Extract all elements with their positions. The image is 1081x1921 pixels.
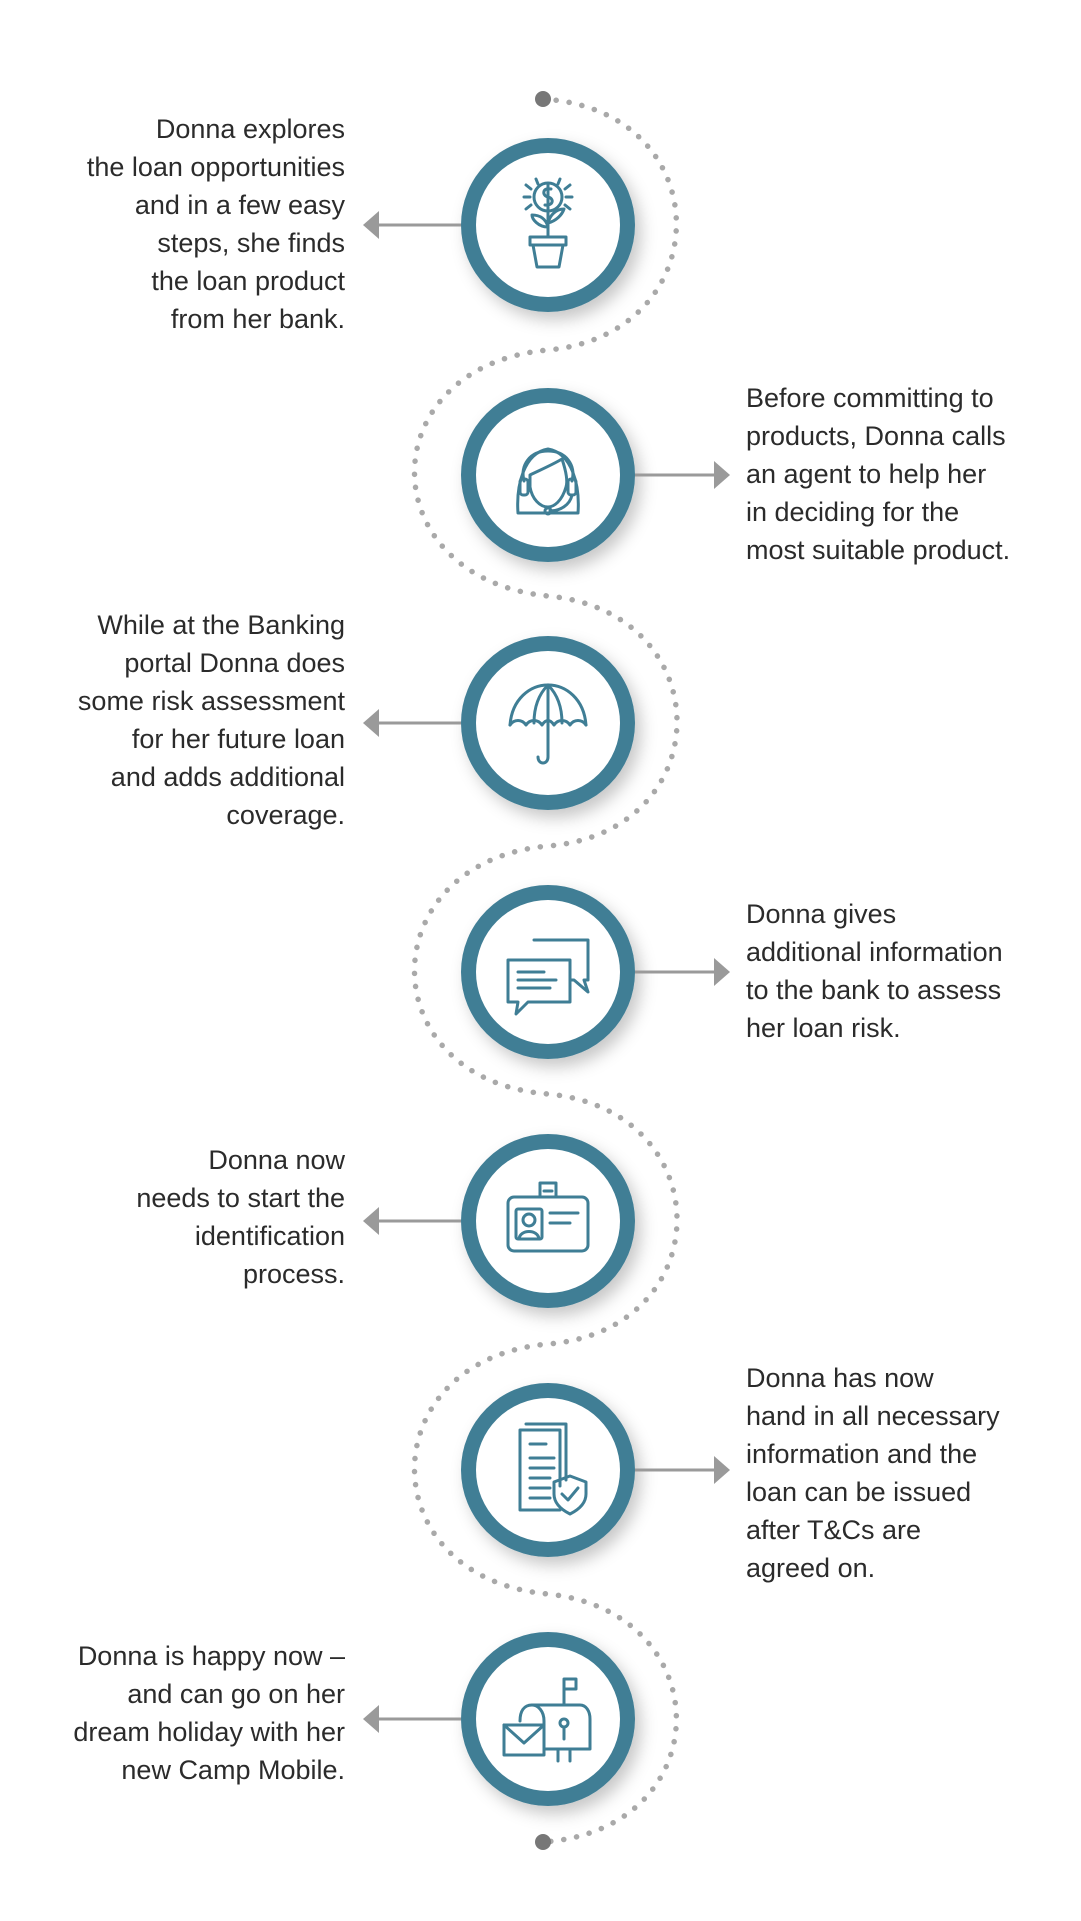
mailbox-icon bbox=[498, 1669, 598, 1769]
step-node bbox=[461, 1383, 635, 1557]
arrow-right bbox=[635, 1456, 730, 1484]
chat-bubbles-icon bbox=[498, 922, 598, 1022]
connector-start-dot bbox=[535, 91, 551, 107]
arrow-right bbox=[635, 958, 730, 986]
step-description: While at the Banking portal Donna does s… bbox=[77, 610, 345, 830]
step-node bbox=[461, 1134, 635, 1308]
id-card-icon bbox=[498, 1171, 598, 1271]
step-ring-inner bbox=[476, 1149, 620, 1293]
arrow-left bbox=[363, 211, 461, 239]
arrow-right bbox=[635, 461, 730, 489]
step-description: Donna explores the loan opportunities an… bbox=[86, 114, 345, 334]
step-node bbox=[461, 885, 635, 1059]
umbrella-icon bbox=[498, 673, 598, 773]
call-agent-icon bbox=[498, 425, 598, 525]
step-ring-inner bbox=[476, 1398, 620, 1542]
step-description: Donna gives additional information to th… bbox=[746, 899, 1003, 1043]
money-plant-icon bbox=[498, 175, 598, 275]
arrow-left bbox=[363, 1207, 461, 1235]
arrow-left bbox=[363, 1705, 461, 1733]
step-description: Donna has now hand in all necessary info… bbox=[746, 1363, 1000, 1583]
step-description: Donna is happy now – and can go on her d… bbox=[73, 1641, 345, 1785]
step-description: Before committing to products, Donna cal… bbox=[746, 383, 1011, 565]
arrow-left bbox=[363, 709, 461, 737]
step-ring-inner bbox=[476, 900, 620, 1044]
secure-document-icon bbox=[498, 1420, 598, 1520]
step-node bbox=[461, 388, 635, 562]
dotted-connector-path bbox=[411, 96, 680, 1845]
connector-end-dot bbox=[535, 1834, 551, 1850]
step-ring-inner bbox=[476, 403, 620, 547]
step-description: Donna now needs to start the identificat… bbox=[136, 1145, 345, 1289]
